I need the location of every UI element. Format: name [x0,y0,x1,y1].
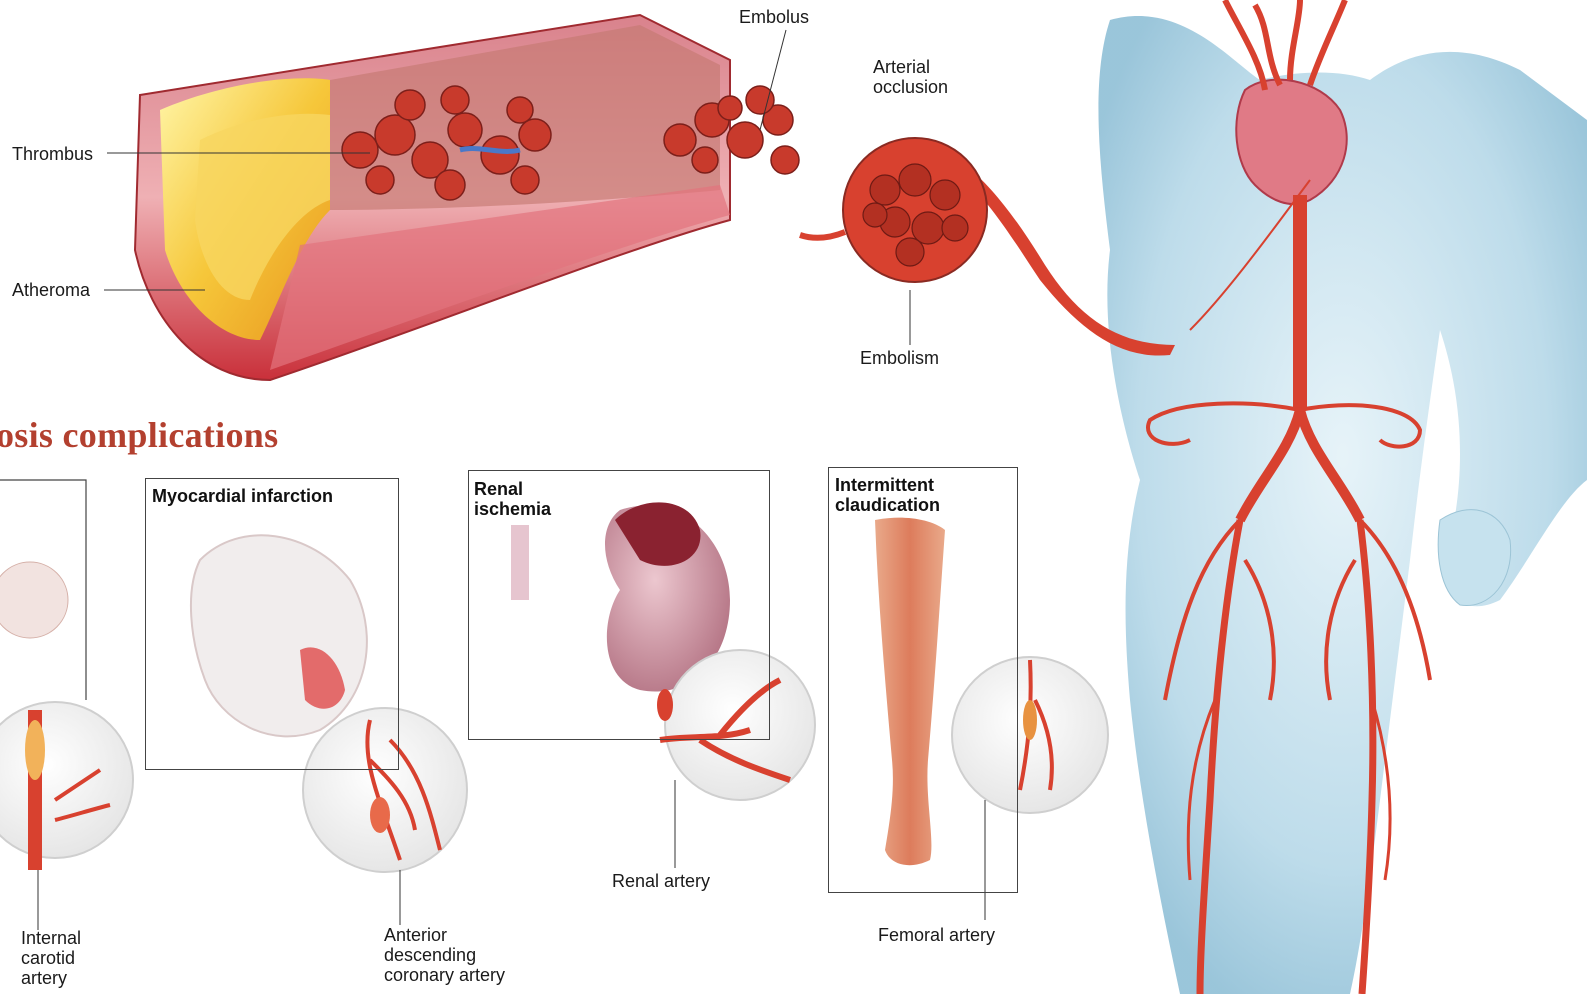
label-embolus: Embolus [739,7,809,27]
label-embolism: Embolism [860,348,939,368]
artery-cutaway [135,15,730,380]
human-body-figure [1098,0,1587,994]
label-femoral-artery: Femoral artery [878,925,995,945]
label-thrombus: Thrombus [12,144,93,164]
label-anterior-descending-coronary-artery: Anterior descending coronary artery [384,925,505,985]
renal-ischemia-title: Renal ischemia [474,479,551,519]
label-atheroma: Atheroma [12,280,90,300]
intermittent-claudication-title: Intermittent claudication [835,475,940,515]
label-arterial-occlusion: Arterial occlusion [873,57,948,97]
section-heading: osis complications [0,414,278,456]
label-internal-carotid-artery: Internal carotid artery [21,928,81,988]
myocardial-infarction-panel [145,478,399,770]
carotid-panel-art [0,480,133,930]
label-renal-artery: Renal artery [612,871,710,891]
myocardial-infarction-title: Myocardial infarction [152,486,333,506]
intermittent-claudication-panel [828,467,1018,893]
